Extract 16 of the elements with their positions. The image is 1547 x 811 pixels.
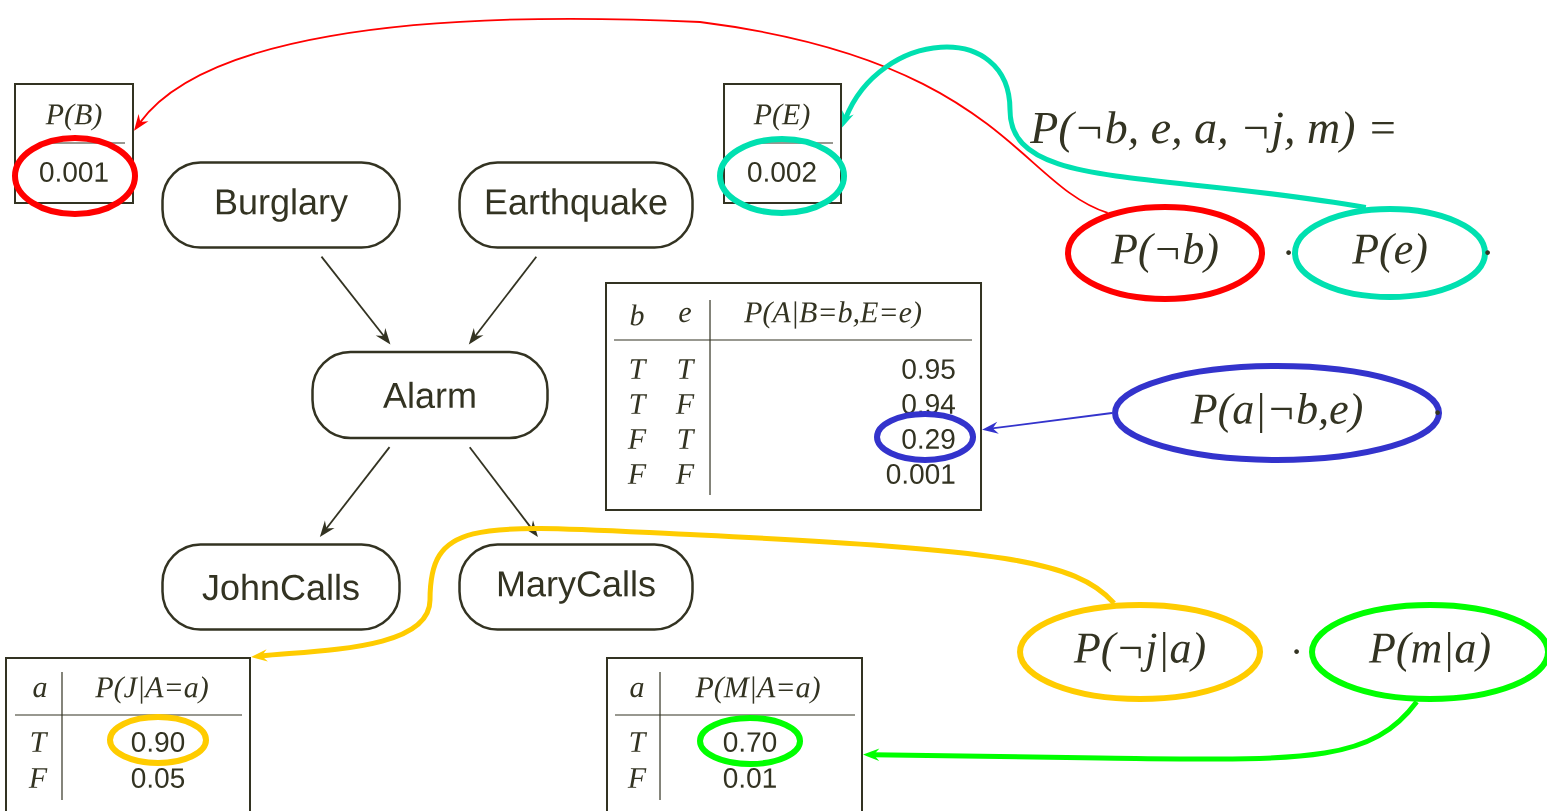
probability-table: P(E) 0.002 (723, 83, 842, 204)
variable-box: JohnCalls (161, 543, 401, 631)
arrow (134, 17, 1109, 214)
multiplication-dot: · (1286, 250, 1291, 255)
multiplication-dot: · (1485, 250, 1490, 255)
multiplication-dot: · (1435, 410, 1440, 415)
variable-box: Alarm (311, 350, 549, 440)
formula: P(¬b, e, a, ¬j, m) = (1029, 111, 1394, 153)
probability-table: a P(J|A=a) T 0.90 F 0.05 (5, 657, 251, 811)
multiplication-dot: · (1294, 649, 1299, 654)
arrow (842, 45, 1367, 210)
variable-box: MaryCalls (458, 543, 694, 631)
probability-table: P(B) 0.001 (14, 83, 134, 204)
variable-box: Burglary (161, 161, 401, 249)
variable-box: Earthquake (458, 161, 694, 249)
probability-table: a P(M|A=a) T 0.70 F 0.01 (606, 657, 863, 811)
